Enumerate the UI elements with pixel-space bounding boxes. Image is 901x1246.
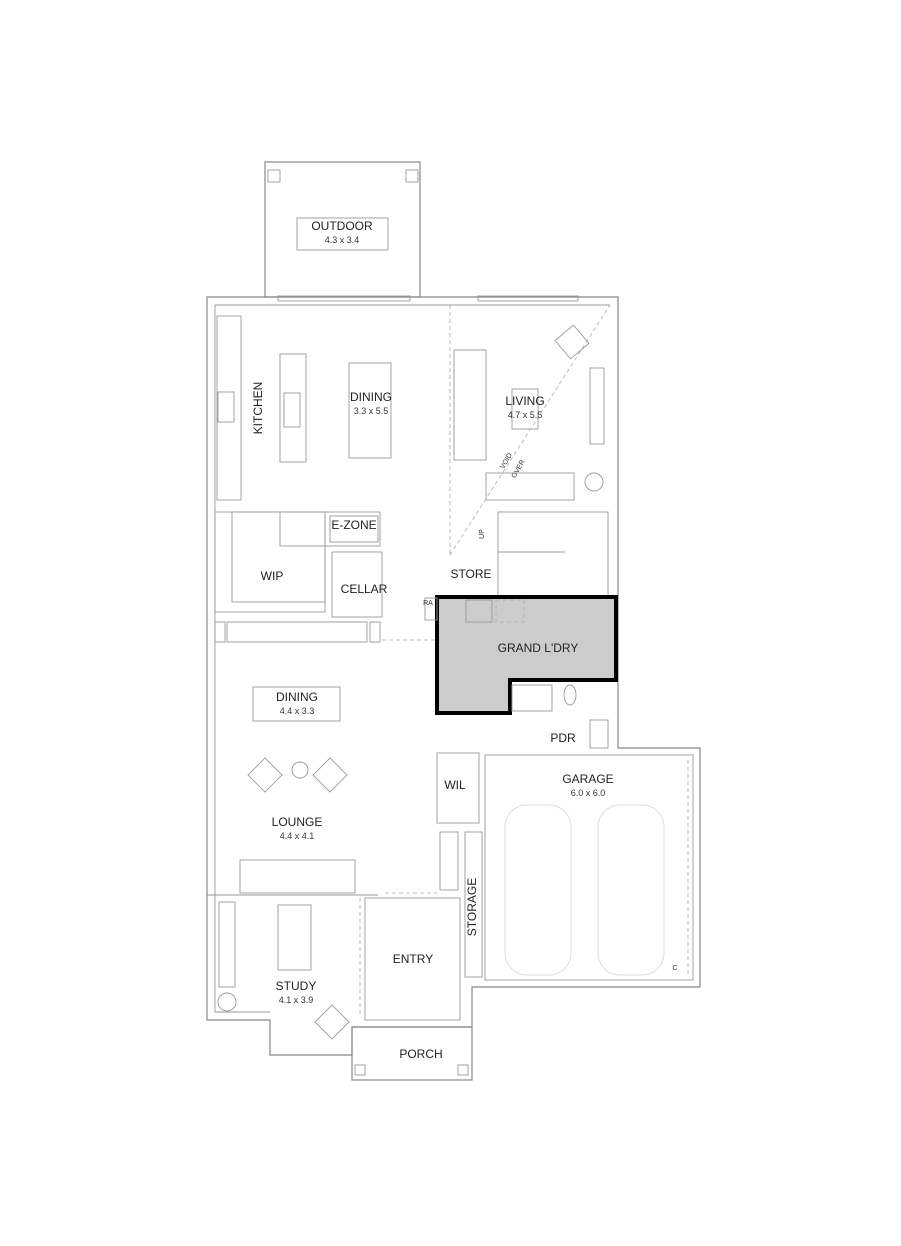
room-label-kitchen: KITCHEN bbox=[251, 382, 265, 435]
room-label-e-zone: E-ZONE bbox=[331, 518, 376, 532]
room-name: LOUNGE bbox=[272, 815, 323, 829]
room-dimensions: 6.0 x 6.0 bbox=[571, 788, 606, 798]
room-dimensions: 4.1 x 3.9 bbox=[279, 995, 314, 1005]
room-name: GRAND L'DRY bbox=[498, 641, 579, 655]
room-label-outdoor: OUTDOOR 4.3 x 3.4 bbox=[311, 219, 373, 245]
room-label-store: STORE bbox=[450, 567, 491, 581]
room-label-wil: WIL bbox=[444, 778, 466, 792]
room-dimensions: 4.4 x 3.3 bbox=[280, 706, 315, 716]
room-label-grand-l-dry: GRAND L'DRY bbox=[498, 641, 579, 655]
room-label-wip: WIP bbox=[261, 569, 284, 583]
room-label-dining: DINING 4.4 x 3.3 bbox=[276, 690, 318, 716]
room-label-entry: ENTRY bbox=[393, 952, 433, 966]
room-name: STUDY bbox=[276, 979, 317, 993]
room-dimensions: 4.4 x 4.1 bbox=[280, 831, 315, 841]
room-name: WIL bbox=[444, 778, 466, 792]
room-dimensions: 4.3 x 3.4 bbox=[325, 235, 360, 245]
porch-outline bbox=[351, 1026, 473, 1081]
room-label-lounge: LOUNGE 4.4 x 4.1 bbox=[272, 815, 323, 841]
room-name: E-ZONE bbox=[331, 518, 376, 532]
room-name: CELLAR bbox=[341, 582, 388, 596]
annotation-ra: RA bbox=[423, 600, 433, 607]
room-label-study: STUDY 4.1 x 3.9 bbox=[276, 979, 317, 1005]
room-name: WIP bbox=[261, 569, 284, 583]
room-name: GARAGE bbox=[562, 772, 613, 786]
room-label-storage: STORAGE bbox=[465, 878, 479, 936]
garage bbox=[484, 754, 694, 981]
room-name: LIVING bbox=[505, 394, 544, 408]
room-label-living: LIVING 4.7 x 5.5 bbox=[505, 394, 544, 420]
room-name: DINING bbox=[350, 390, 392, 404]
room-name: PDR bbox=[550, 731, 576, 745]
staircase bbox=[497, 511, 609, 599]
room-name: STORAGE bbox=[465, 878, 479, 936]
room-label-dining: DINING 3.3 x 5.5 bbox=[350, 390, 392, 416]
room-dimensions: 4.7 x 5.5 bbox=[508, 410, 543, 420]
dining-table-upper bbox=[348, 362, 392, 459]
room-name: KITCHEN bbox=[251, 382, 265, 435]
room-name: OUTDOOR bbox=[311, 219, 373, 233]
room-label-pdr: PDR bbox=[550, 731, 576, 745]
room-name: PORCH bbox=[399, 1047, 442, 1061]
annotation-over: OVER bbox=[511, 459, 527, 480]
room-name: STORE bbox=[450, 567, 491, 581]
room-label-porch: PORCH bbox=[399, 1047, 442, 1061]
laundry-room bbox=[435, 595, 618, 715]
room-label-garage: GARAGE 6.0 x 6.0 bbox=[562, 772, 613, 798]
annotation-c: C bbox=[672, 965, 677, 972]
room-dimensions: 3.3 x 5.5 bbox=[354, 406, 389, 416]
room-name: ENTRY bbox=[393, 952, 433, 966]
dining-table-lower bbox=[252, 686, 341, 722]
annotation-up: UP bbox=[479, 529, 486, 539]
room-name: DINING bbox=[276, 690, 318, 704]
room-label-cellar: CELLAR bbox=[341, 582, 388, 596]
annotation-void: VOID bbox=[499, 452, 514, 470]
